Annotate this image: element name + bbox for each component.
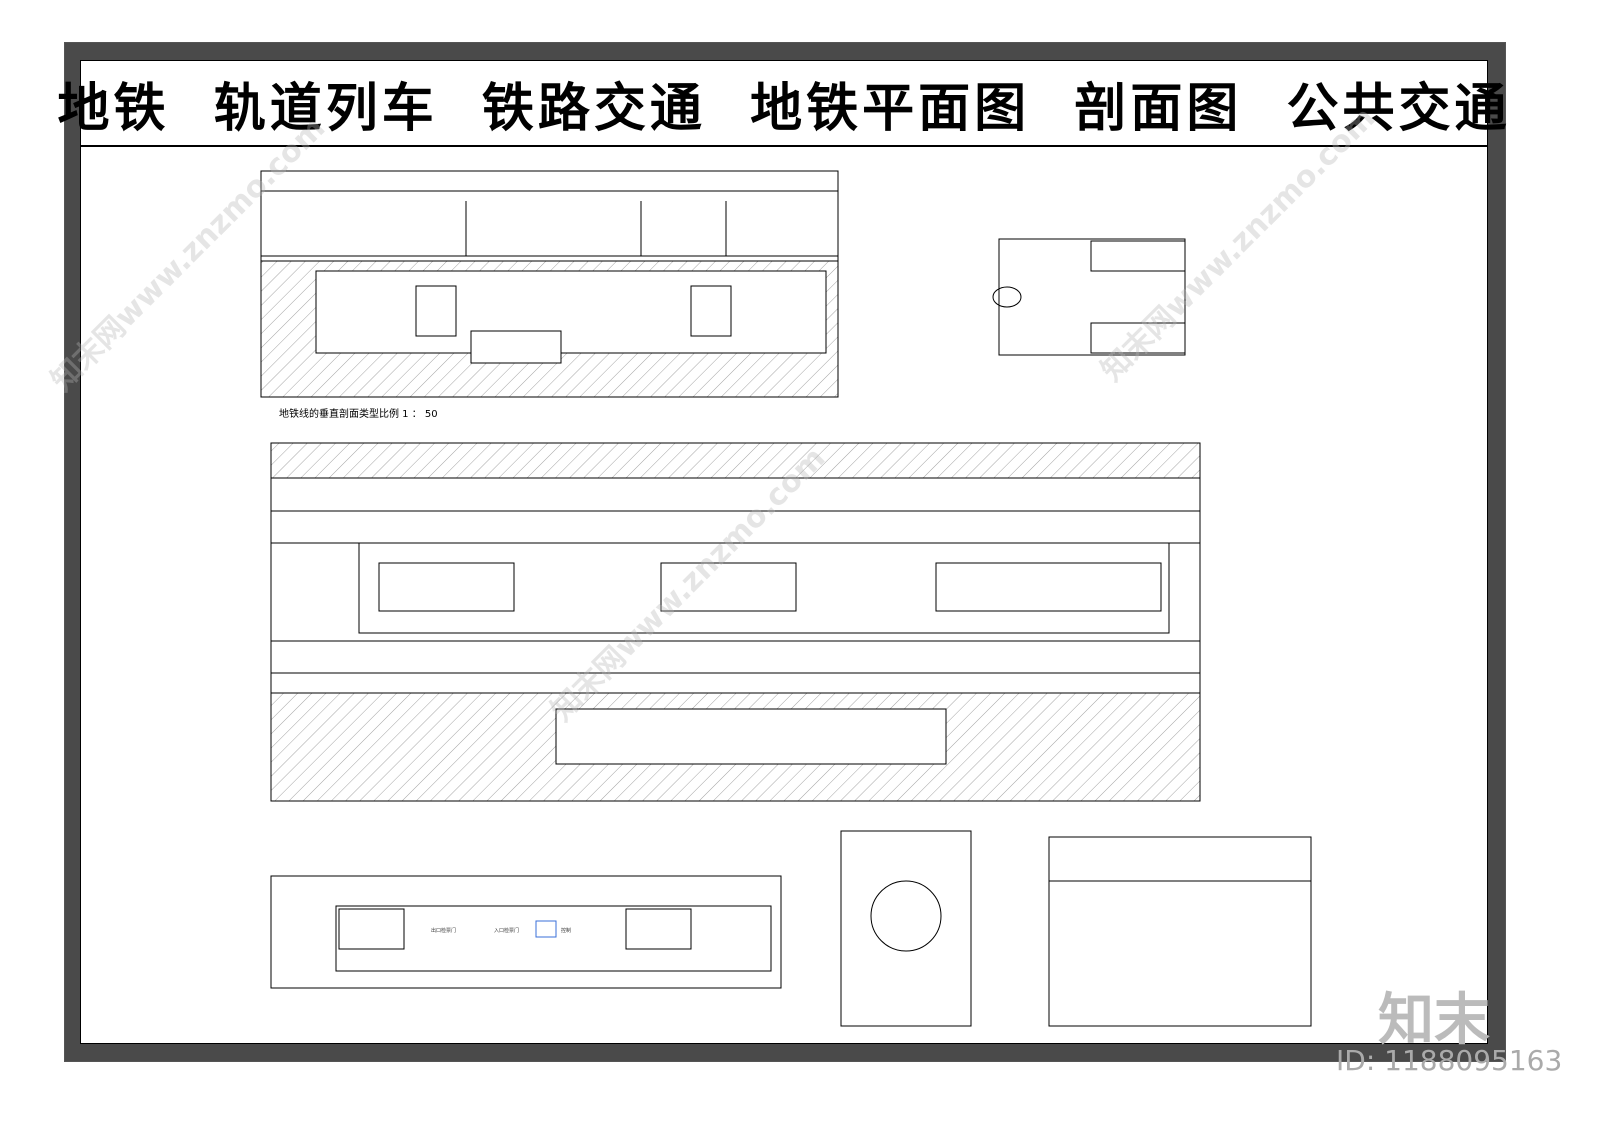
concourse-plan xyxy=(270,875,782,989)
watermark-id: ID: 1188095163 xyxy=(1336,1044,1563,1077)
vertical-section-drawing xyxy=(260,170,839,398)
tunnel-sections xyxy=(840,830,1312,1027)
cad-drawings xyxy=(260,170,1312,1027)
platform-plan-small xyxy=(992,238,1186,356)
sheet-title: 地铁 轨道列车 铁路交通 地铁平面图 剖面图 公共交通 xyxy=(57,78,1511,139)
entry-gate-label: 入口检票门 xyxy=(494,928,520,934)
exit-gate-label: 出口检票门 xyxy=(431,928,457,934)
watermark-logo: 知末 xyxy=(1378,988,1490,1053)
title-bar: 地铁 轨道列车 铁路交通 地铁平面图 剖面图 公共交通 xyxy=(57,61,1507,147)
station-long-plan xyxy=(270,442,1201,802)
drawing-sheet: 地铁 轨道列车 铁路交通 地铁平面图 剖面图 公共交通 xyxy=(57,60,1507,1044)
section-caption: 地铁线的垂直剖面类型比例 1 ： 50 xyxy=(279,409,438,420)
control-label: 控制 xyxy=(561,928,572,934)
